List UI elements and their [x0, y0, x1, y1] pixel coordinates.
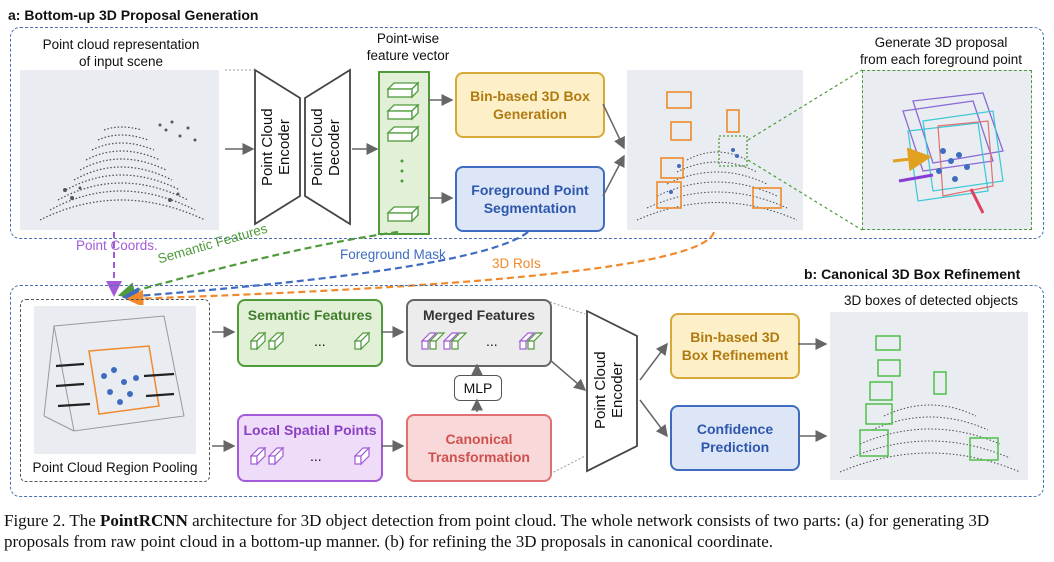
- rois-label: 3D RoIs: [492, 256, 541, 271]
- proposal-label: Generate 3D proposal from each foregroun…: [846, 34, 1036, 68]
- region-pooling-label: Point Cloud Region Pooling: [32, 460, 198, 475]
- feature-vector-label-line1: Point-wise: [376, 31, 440, 46]
- semantic-features-box: Semantic Features: [237, 299, 383, 367]
- merged-features-label: Merged Features: [422, 307, 536, 323]
- section-a-panel: [10, 27, 1044, 239]
- foreground-segmentation-label: Foreground Point Segmentation: [471, 182, 589, 216]
- mlp-label: MLP: [463, 380, 493, 396]
- proposal-zoom-image: [862, 70, 1032, 230]
- point-coords-label: Point Coords.: [76, 238, 158, 253]
- region-pooling-frame: [20, 299, 210, 482]
- merged-ellipsis: ...: [486, 333, 498, 349]
- caption-rest: architecture for 3D object detection fro…: [4, 511, 990, 551]
- semantic-features-cubes: [249, 331, 371, 351]
- caption-name: PointRCNN: [100, 511, 188, 530]
- proposal-zoom-drawing: [892, 92, 1004, 214]
- foreground-segmentation-box: Foreground Point Segmentation: [455, 166, 605, 232]
- figure-caption: Figure 2. The PointRCNN architecture for…: [4, 510, 1050, 552]
- input-scene-label-line2: of input scene: [78, 54, 164, 69]
- local-ellipsis: ...: [310, 448, 322, 464]
- point-cloud-encoder-b-shape: [586, 309, 638, 473]
- semantic-features-label: Semantic Features: [247, 307, 373, 323]
- confidence-prediction-label: Confidence Prediction: [696, 421, 774, 455]
- feature-vector-label: Point-wise feature vector: [358, 30, 458, 64]
- proposal-scene-drawing: [636, 91, 798, 221]
- point-cloud-decoder-shape: [304, 68, 351, 226]
- detected-label: 3D boxes of detected objects: [843, 293, 1019, 308]
- section-b-arrows: [212, 301, 828, 475]
- point-cloud-encoder-shape: [254, 68, 301, 226]
- feature-vector-label-line2: feature vector: [366, 48, 450, 63]
- region-pooling-image: [34, 306, 196, 454]
- input-scene-label-line1: Point cloud representation: [42, 37, 200, 52]
- foreground-mask-label: Foreground Mask: [340, 247, 446, 262]
- section-a-title: a: Bottom-up 3D Proposal Generation: [8, 7, 259, 23]
- detected-objects-drawing: [839, 335, 1021, 473]
- semantic-ellipsis: ...: [314, 333, 326, 349]
- input-point-cloud-image: [20, 70, 219, 230]
- local-spatial-points-label: Local Spatial Points: [243, 422, 377, 438]
- encoder-decoder-graphic: [225, 68, 379, 226]
- region-pooling-drawing: [43, 315, 185, 432]
- bin-box-refinement-label: Bin-based 3D Box Refinement: [681, 329, 789, 363]
- canonical-transformation-label: Canonical Transformation: [428, 431, 530, 465]
- bin-box-refinement-box: Bin-based 3D Box Refinement: [670, 313, 800, 379]
- proposal-scene-image: [627, 70, 803, 230]
- bin-box-generation-label: Bin-based 3D Box Generation: [470, 88, 590, 122]
- section-a-arrows: [428, 69, 863, 231]
- canonical-transformation-box: Canonical Transformation: [406, 414, 552, 482]
- confidence-prediction-box: Confidence Prediction: [670, 405, 800, 471]
- section-b-panel: [10, 285, 1044, 497]
- proposal-label-line2: from each foreground point: [859, 52, 1023, 67]
- input-scene-label: Point cloud representation of input scen…: [26, 36, 216, 70]
- proposal-label-line1: Generate 3D proposal: [874, 35, 1008, 50]
- local-spatial-points-box: Local Spatial Points: [237, 414, 383, 482]
- feature-vector-cubes: [386, 81, 420, 223]
- merged-features-cubes: [420, 332, 544, 350]
- connector-arrows: [106, 230, 716, 305]
- input-point-cloud-drawing: [39, 120, 206, 221]
- encoder-b-graphic: [586, 309, 638, 473]
- detected-objects-image: [830, 312, 1028, 480]
- local-spatial-points-cubes: [249, 446, 371, 466]
- bin-box-generation-box: Bin-based 3D Box Generation: [455, 72, 605, 138]
- mlp-box: MLP: [454, 375, 502, 401]
- feature-vector-column: [378, 71, 430, 235]
- caption-prefix: Figure 2. The: [4, 511, 101, 530]
- section-b-title: b: Canonical 3D Box Refinement: [804, 266, 1021, 282]
